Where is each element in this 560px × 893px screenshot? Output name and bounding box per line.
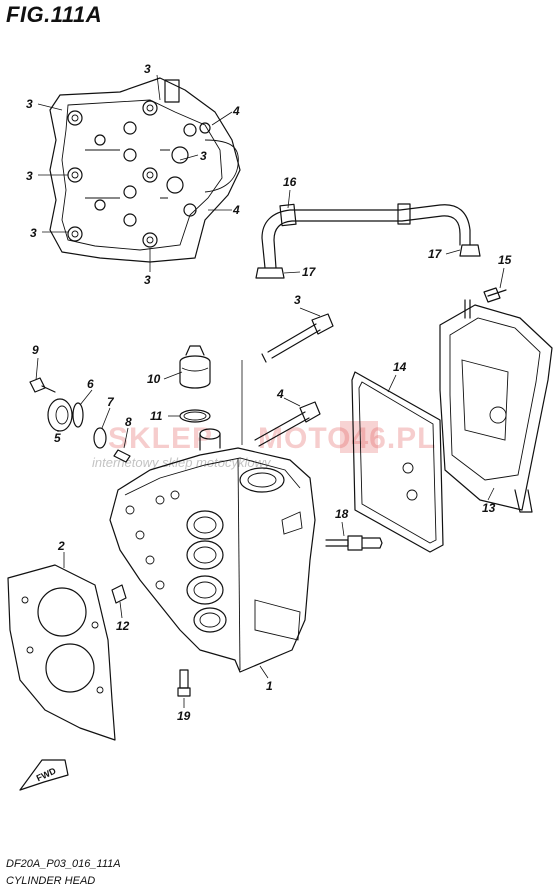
callout-10: 10 [147,372,161,386]
head-gasket [7,564,116,741]
cover-gasket [351,371,444,553]
callout-2: 2 [57,539,65,553]
watermark-tagline: internetowy sklep motocyklowy [92,455,272,470]
diagram-code: DF20A_P03_016_111A [6,858,121,870]
dowel-and-plug [111,584,191,697]
callout-14: 14 [393,360,407,374]
cylinder-head-top-view [49,77,241,263]
cylinder-head-cover [439,299,553,513]
watermark: SKLEP MOTO46.PL internetowy sklep motocy… [92,421,436,470]
callout-9: 9 [32,343,39,357]
callout-3: 3 [200,149,207,163]
callout-19: 19 [177,709,191,723]
callout-4: 4 [276,387,284,401]
callout-3: 3 [26,169,33,183]
callout-3: 3 [26,97,33,111]
callout-3: 3 [294,293,301,307]
callout-13: 13 [482,501,496,515]
callout-18: 18 [335,507,349,521]
callout-15: 15 [498,253,512,267]
breather-hose [255,203,481,279]
cylinder-head-body [109,428,316,673]
water-cover-parts [29,377,131,463]
watermark-brand-right: MOTO46.PL [258,422,436,455]
callout-3: 3 [144,62,151,76]
callout-17: 17 [428,247,443,261]
callout-5: 5 [54,431,61,445]
callout-1: 1 [266,679,273,693]
callout-6: 6 [87,377,94,391]
callout-4: 4 [232,104,240,118]
bolt-15 [483,287,507,303]
callout-8: 8 [125,415,132,429]
fwd-arrow-icon: FWD [19,759,69,791]
thermostat-cap [179,345,211,423]
spark-plug [325,535,383,551]
callout-3: 3 [30,226,37,240]
watermark-brand-left: SKLEP [108,422,213,455]
callout-labels: 3 3 4 3 3 4 3 3 16 17 17 15 3 9 10 14 6 … [26,62,512,723]
long-bolts [254,313,334,447]
callout-3: 3 [144,273,151,287]
callout-12: 12 [116,619,130,633]
diagram-name: CYLINDER HEAD [6,875,96,887]
callout-4: 4 [232,203,240,217]
callout-16: 16 [283,175,297,189]
figure-title: FIG.111A [6,2,103,27]
leader-lines [35,74,505,708]
callout-17: 17 [302,265,317,279]
fwd-label: FWD [35,765,58,783]
callout-7: 7 [107,395,115,409]
callout-11: 11 [150,409,163,423]
